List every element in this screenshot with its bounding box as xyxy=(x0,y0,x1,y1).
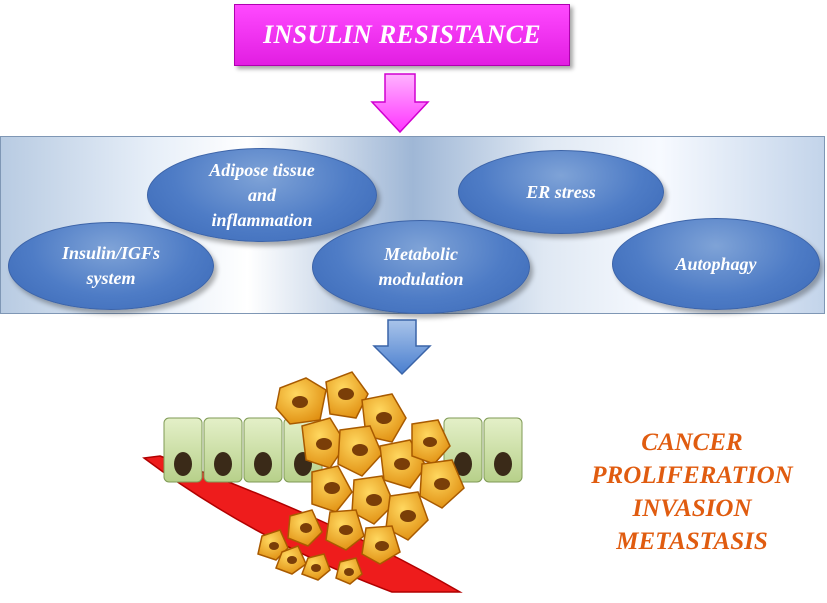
mechanism-label: ER stress xyxy=(526,181,596,202)
mechanism-adipose-ellipse: Adipose tissue and inflammation xyxy=(147,148,377,242)
down-arrow-icon xyxy=(370,73,430,134)
outcome-list: CANCER PROLIFERATION INVASION METASTASIS xyxy=(560,426,824,558)
mechanism-insulin-ellipse: Insulin/IGFs system xyxy=(8,222,214,310)
mechanism-label: Autophagy xyxy=(675,253,757,274)
cancer-cell-cluster xyxy=(257,371,465,585)
outcome-proliferation: PROLIFERATION xyxy=(591,462,793,489)
mechanism-label: Metabolic modulation xyxy=(378,244,464,289)
outcome-cancer: CANCER xyxy=(641,429,743,456)
down-arrow-icon xyxy=(372,319,432,376)
mechanism-label: Insulin/IGFs system xyxy=(61,243,161,288)
cancer-cell-nuclei xyxy=(269,388,450,576)
tumor-invasion-illustration xyxy=(142,371,523,593)
outcome-invasion: INVASION xyxy=(632,495,752,522)
mechanism-label: Adipose tissue and inflammation xyxy=(209,159,315,230)
title-box: INSULIN RESISTANCE xyxy=(234,4,570,66)
title-text: INSULIN RESISTANCE xyxy=(263,20,541,49)
outcome-metastasis: METASTASIS xyxy=(616,528,768,555)
mechanism-metabolic-ellipse: Metabolic modulation xyxy=(312,220,530,314)
mechanism-autophagy-ellipse: Autophagy xyxy=(612,218,820,310)
mechanism-er-stress-ellipse: ER stress xyxy=(458,150,664,234)
